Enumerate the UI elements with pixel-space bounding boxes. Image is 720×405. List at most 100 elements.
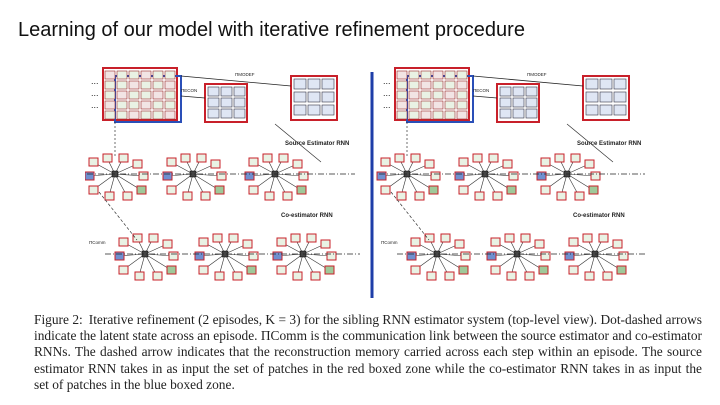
patch-cell bbox=[244, 171, 255, 181]
patch-cell bbox=[564, 251, 575, 261]
source-rnn-label: Source Estimator RNN bbox=[285, 141, 349, 147]
patch-cell bbox=[290, 233, 301, 243]
grid-patch bbox=[432, 100, 444, 110]
patch-cell bbox=[520, 233, 531, 243]
patch-cell bbox=[460, 251, 471, 261]
estimator-node bbox=[376, 153, 441, 201]
estimate-patch bbox=[321, 104, 335, 116]
patch-cell bbox=[210, 159, 221, 169]
patch-cell bbox=[248, 185, 259, 195]
patch-cell bbox=[536, 171, 547, 181]
estimate-patch bbox=[599, 78, 613, 90]
pi-conf-label: ΠMODEF bbox=[527, 72, 547, 77]
estimate-patch bbox=[207, 86, 220, 97]
grid-patch bbox=[456, 80, 468, 90]
patch-cell bbox=[426, 271, 437, 281]
estimate-patch bbox=[293, 91, 307, 103]
estimate-patch bbox=[613, 91, 627, 103]
estimate-patch bbox=[512, 108, 525, 119]
patch-cell bbox=[508, 171, 519, 181]
patch-cell bbox=[248, 157, 259, 167]
estimate-patch bbox=[220, 86, 233, 97]
patch-cell bbox=[298, 171, 309, 181]
patch-cell bbox=[406, 251, 417, 261]
patch-cell bbox=[228, 233, 239, 243]
grid-patch bbox=[116, 90, 128, 100]
patch-cell bbox=[590, 171, 601, 181]
patch-cell bbox=[152, 271, 163, 281]
estimator-node bbox=[272, 233, 337, 281]
estimate-patch bbox=[220, 97, 233, 108]
estimate-grid-1 bbox=[204, 83, 248, 123]
grid-patch bbox=[104, 110, 116, 120]
patch-cell bbox=[584, 159, 595, 169]
grid-patch bbox=[432, 90, 444, 100]
arrow bbox=[180, 95, 206, 99]
patch-cell bbox=[104, 191, 115, 201]
figure-caption: Figure 2:Iterative refinement (2 episode… bbox=[34, 312, 702, 393]
estimator-node bbox=[114, 233, 179, 281]
patch-cell bbox=[376, 171, 387, 181]
patch-cell bbox=[214, 271, 225, 281]
patch-cell bbox=[584, 271, 595, 281]
estimate-frame bbox=[290, 75, 338, 121]
estimator-node bbox=[406, 233, 471, 281]
grid-patch bbox=[116, 110, 128, 120]
grid-patch bbox=[164, 70, 176, 80]
ellipsis-dots: ... bbox=[383, 76, 391, 86]
grid-patch bbox=[408, 90, 420, 100]
patch-cell bbox=[568, 237, 579, 247]
patch-cell bbox=[474, 191, 485, 201]
grid-patch bbox=[420, 90, 432, 100]
patch-cell bbox=[410, 237, 421, 247]
patch-cell bbox=[486, 251, 497, 261]
patch-cell bbox=[588, 185, 599, 195]
estimator-node bbox=[564, 233, 629, 281]
patch-cell bbox=[320, 239, 331, 249]
ellipsis-dots: ... bbox=[91, 88, 99, 98]
estimate-patch bbox=[293, 104, 307, 116]
patch-cell bbox=[458, 157, 469, 167]
grid-patch bbox=[396, 80, 408, 90]
ellipsis-dots: ... bbox=[91, 100, 99, 110]
grid-patch bbox=[128, 100, 140, 110]
patch-cell bbox=[306, 233, 317, 243]
patch-cell bbox=[114, 251, 125, 261]
grid-patch bbox=[432, 110, 444, 120]
patch-cell bbox=[88, 157, 99, 167]
patch-cell bbox=[272, 251, 283, 261]
grid-patch bbox=[456, 70, 468, 80]
estimate-patch bbox=[233, 86, 246, 97]
patch-cell bbox=[200, 191, 211, 201]
caption-text: Iterative refinement (2 episodes, K = 3)… bbox=[34, 312, 702, 392]
grid-patch bbox=[140, 100, 152, 110]
arrow bbox=[274, 123, 322, 163]
patch-cell bbox=[454, 171, 465, 181]
estimate-patch bbox=[233, 97, 246, 108]
estimate-frame bbox=[496, 83, 540, 123]
patch-cell bbox=[138, 171, 149, 181]
pi-conf-label: ΠMODEF bbox=[235, 72, 255, 77]
patch-cell bbox=[148, 233, 159, 243]
patch-cell bbox=[198, 237, 209, 247]
estimate-grid-2 bbox=[290, 75, 338, 121]
grid-patch bbox=[152, 70, 164, 80]
patch-cell bbox=[194, 251, 205, 261]
estimate-patch bbox=[499, 97, 512, 108]
estimate-patch bbox=[512, 97, 525, 108]
patch-cell bbox=[602, 271, 613, 281]
patch-cell bbox=[618, 251, 629, 261]
patch-cell bbox=[556, 191, 567, 201]
grid-patch bbox=[432, 70, 444, 80]
grid-patch bbox=[420, 100, 432, 110]
source-rnn-label: Source Estimator RNN bbox=[577, 141, 641, 147]
grid-patch bbox=[420, 70, 432, 80]
grid-patch bbox=[408, 70, 420, 80]
patch-cell bbox=[216, 171, 227, 181]
patch-cell bbox=[132, 233, 143, 243]
patch-cell bbox=[198, 265, 209, 275]
grid-patch bbox=[444, 110, 456, 120]
patch-cell bbox=[428, 185, 439, 195]
co-rnn-label: Co-estimator RNN bbox=[281, 213, 333, 219]
grid-patch bbox=[104, 90, 116, 100]
